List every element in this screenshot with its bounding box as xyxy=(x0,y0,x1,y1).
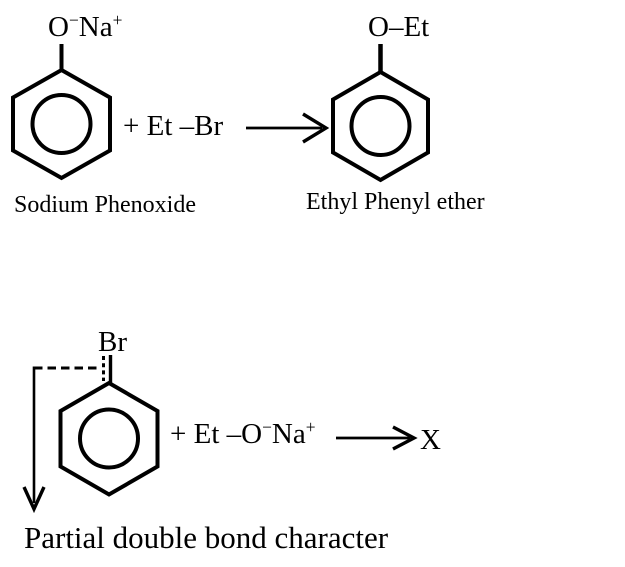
negative-charge: − xyxy=(262,417,272,438)
ether-benzene-ring xyxy=(331,44,430,183)
annotation-down-arrow xyxy=(22,366,100,514)
sodium-counterion: Na xyxy=(271,418,306,450)
reaction2-arrow xyxy=(336,425,418,451)
phenoxide-benzene-ring xyxy=(11,44,112,181)
reaction2-reagent-text: + Et –O−Na+ xyxy=(170,417,316,450)
product2-label: X xyxy=(420,424,441,456)
oxygen-atom: O xyxy=(48,11,69,43)
reactant1-name: Sodium Phenoxide xyxy=(14,192,197,218)
positive-charge: + xyxy=(305,417,316,438)
positive-charge: + xyxy=(112,10,123,31)
partial-double-bond-caption: Partial double bond character xyxy=(24,520,389,555)
reaction1-arrow xyxy=(246,112,330,144)
negative-charge: − xyxy=(68,10,79,31)
product1-name: Ethyl Phenyl ether xyxy=(306,189,485,215)
reaction1-reagent-text: + Et –Br xyxy=(123,110,224,142)
sodium-counterion: Na xyxy=(78,11,113,43)
partial-double-bond xyxy=(102,355,113,383)
bromobenzene-ring xyxy=(58,380,160,497)
phenoxide-substituent-label: O−Na+ xyxy=(48,10,123,43)
ethoxide-prefix: + Et –O xyxy=(170,418,263,450)
ether-substituent-label: O–Et xyxy=(368,11,430,43)
bromine-substituent-label: Br xyxy=(98,326,127,358)
